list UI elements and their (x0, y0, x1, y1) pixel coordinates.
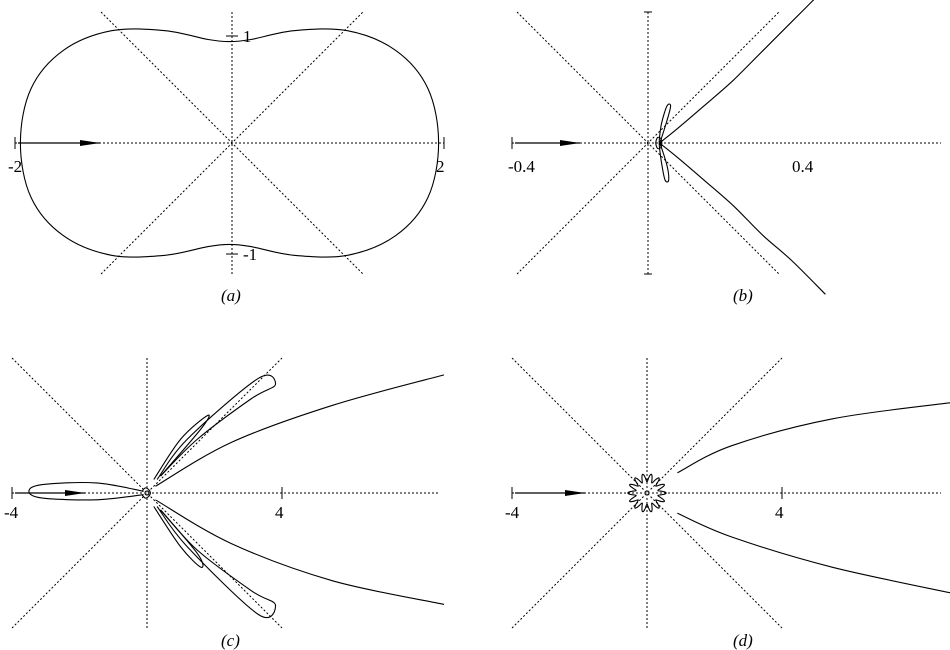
panel-c-axes (11, 357, 440, 629)
panel-d-label: (d) (733, 631, 753, 650)
panel-c-curves (28, 374, 445, 619)
panel-a-curves (19, 28, 440, 258)
panel-c-curve-3 (153, 414, 210, 480)
panel-c-xtick-label-left: -4 (4, 503, 19, 522)
panel-c-curve-6 (153, 506, 204, 568)
panel-c-curve-4 (155, 374, 445, 487)
panel-b-curve-4 (658, 142, 670, 183)
panel-d: -4 4 (d) (505, 357, 950, 650)
panel-a-label: (a) (221, 286, 241, 305)
panel-b-label: (b) (733, 286, 753, 305)
panel-b-axes (511, 11, 941, 275)
panel-b-curves (655, 0, 826, 295)
panel-c-curve-1 (28, 481, 144, 501)
panel-d-curves (627, 402, 950, 594)
panel-a: -2 2 1 -1 (a) (8, 11, 445, 305)
panel-b-xtick-label-left: -0.4 (508, 157, 535, 176)
panel-b-curve-5 (655, 136, 663, 150)
panel-c-curve-2 (156, 374, 277, 480)
panel-a-xtick-label-left: -2 (8, 157, 22, 176)
panel-d-axes (511, 357, 941, 629)
panel-a-axes (14, 11, 445, 275)
panel-b-curve-1 (659, 0, 815, 144)
panel-b-diagonal-2 (516, 11, 780, 275)
panel-d-curve-3 (677, 512, 950, 594)
panel-c-curve-7 (155, 499, 445, 605)
panel-c-label: (c) (221, 631, 240, 650)
panel-a-curve-1 (19, 28, 440, 258)
panel-d-xtick-label-left: -4 (505, 503, 520, 522)
panel-a-diagonal-2 (100, 11, 364, 275)
panel-b-curve-2 (659, 142, 826, 295)
panel-b-xtick-label-right: 0.4 (792, 157, 814, 176)
panel-a-xtick-label-right: 2 (436, 157, 445, 176)
panel-a-ytick-label-bottom: -1 (243, 245, 257, 264)
panel-d-curve-1 (627, 473, 667, 513)
panel-c: -4 4 (c) (4, 357, 445, 650)
panel-c-curve-5 (156, 506, 277, 619)
panel-a-ytick-label-top: 1 (243, 27, 252, 46)
panel-b: -0.4 0.4 (b) (508, 0, 941, 305)
panel-c-curve-8 (141, 487, 151, 499)
panel-c-xtick-label-right: 4 (275, 503, 284, 522)
panel-b-curve-3 (658, 103, 672, 144)
panel-d-curve-2 (677, 402, 950, 474)
panel-d-xtick-label-right: 4 (775, 503, 784, 522)
